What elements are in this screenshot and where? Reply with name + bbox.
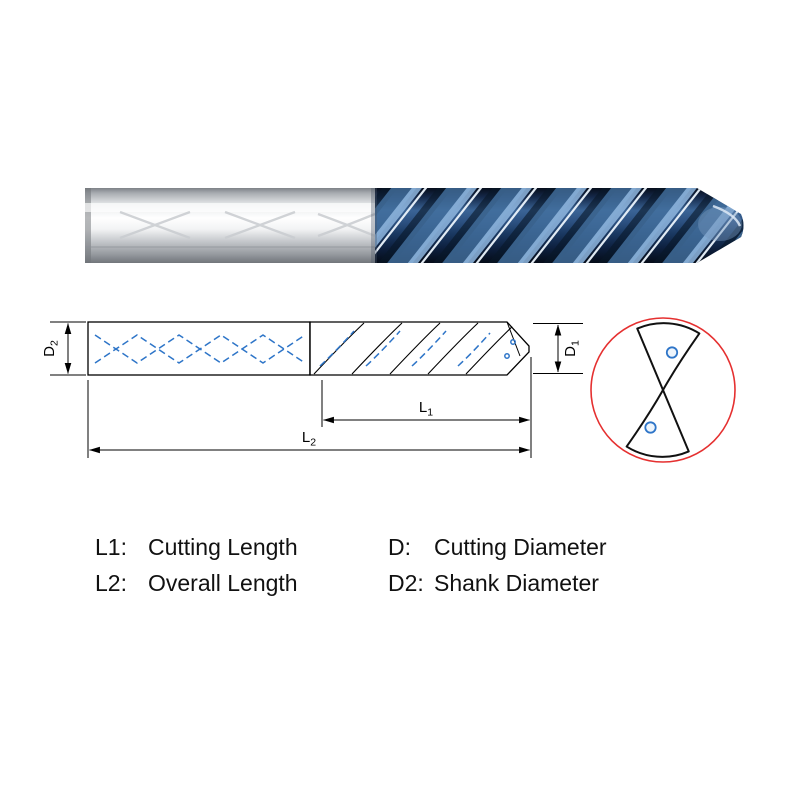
legend-text: Cutting Length — [148, 534, 298, 560]
label-d1: D1 — [562, 340, 582, 357]
legend-label: L2: — [95, 570, 127, 596]
legend-item-l1: L1: Cutting Length — [95, 534, 388, 561]
end-view — [590, 317, 736, 463]
legend-text: Cutting Diameter — [434, 534, 607, 560]
coolant-holes — [644, 346, 679, 434]
photo-shank-cross-reflections — [119, 210, 376, 240]
photo-coating-transition — [371, 188, 377, 263]
end-view-outer-circle — [590, 317, 736, 463]
legend-text: Shank Diameter — [434, 570, 599, 596]
photo-tip-glint — [712, 204, 742, 227]
drawing-flute-body — [309, 321, 530, 376]
legend-label: L1: — [95, 534, 127, 560]
label-d2: D2 — [41, 340, 61, 357]
legend-text: Overall Length — [148, 570, 298, 596]
product-photo — [85, 170, 800, 282]
dimension-l1 — [321, 357, 532, 458]
photo-shank — [85, 188, 376, 263]
coolant-hole — [665, 346, 679, 359]
label-l1: L1 — [419, 399, 433, 419]
end-view-flute-blade — [625, 389, 690, 458]
photo-shank-highlight — [85, 203, 376, 212]
dimension-l2 — [87, 380, 531, 458]
photo-flute-spirals — [316, 170, 800, 282]
drawing-spiral-flutes — [313, 322, 517, 375]
label-l2: L2 — [302, 429, 316, 449]
dimension-d1 — [533, 323, 583, 374]
dimension-d2 — [50, 321, 86, 376]
legend-item-d: D: Cutting Diameter — [388, 534, 607, 561]
photo-shank-end-cap — [85, 188, 91, 263]
legend-label: D: — [388, 534, 411, 560]
legend-label: D2: — [388, 570, 424, 596]
end-view-flute-blade — [636, 322, 701, 391]
coolant-channel-pattern — [94, 330, 516, 367]
photo-tip-highlight — [698, 207, 742, 241]
coolant-hole — [644, 421, 657, 434]
technical-drawing: D2 D1 L1 L2 — [41, 321, 583, 458]
end-view-point-geometry — [625, 322, 701, 458]
legend: L1: Cutting Length D: Cutting Diameter L… — [95, 534, 607, 597]
legend-item-l2: L2: Overall Length — [95, 570, 388, 597]
drawing-tip-facet-line — [506, 321, 521, 357]
legend-item-d2: D2: Shank Diameter — [388, 570, 607, 597]
